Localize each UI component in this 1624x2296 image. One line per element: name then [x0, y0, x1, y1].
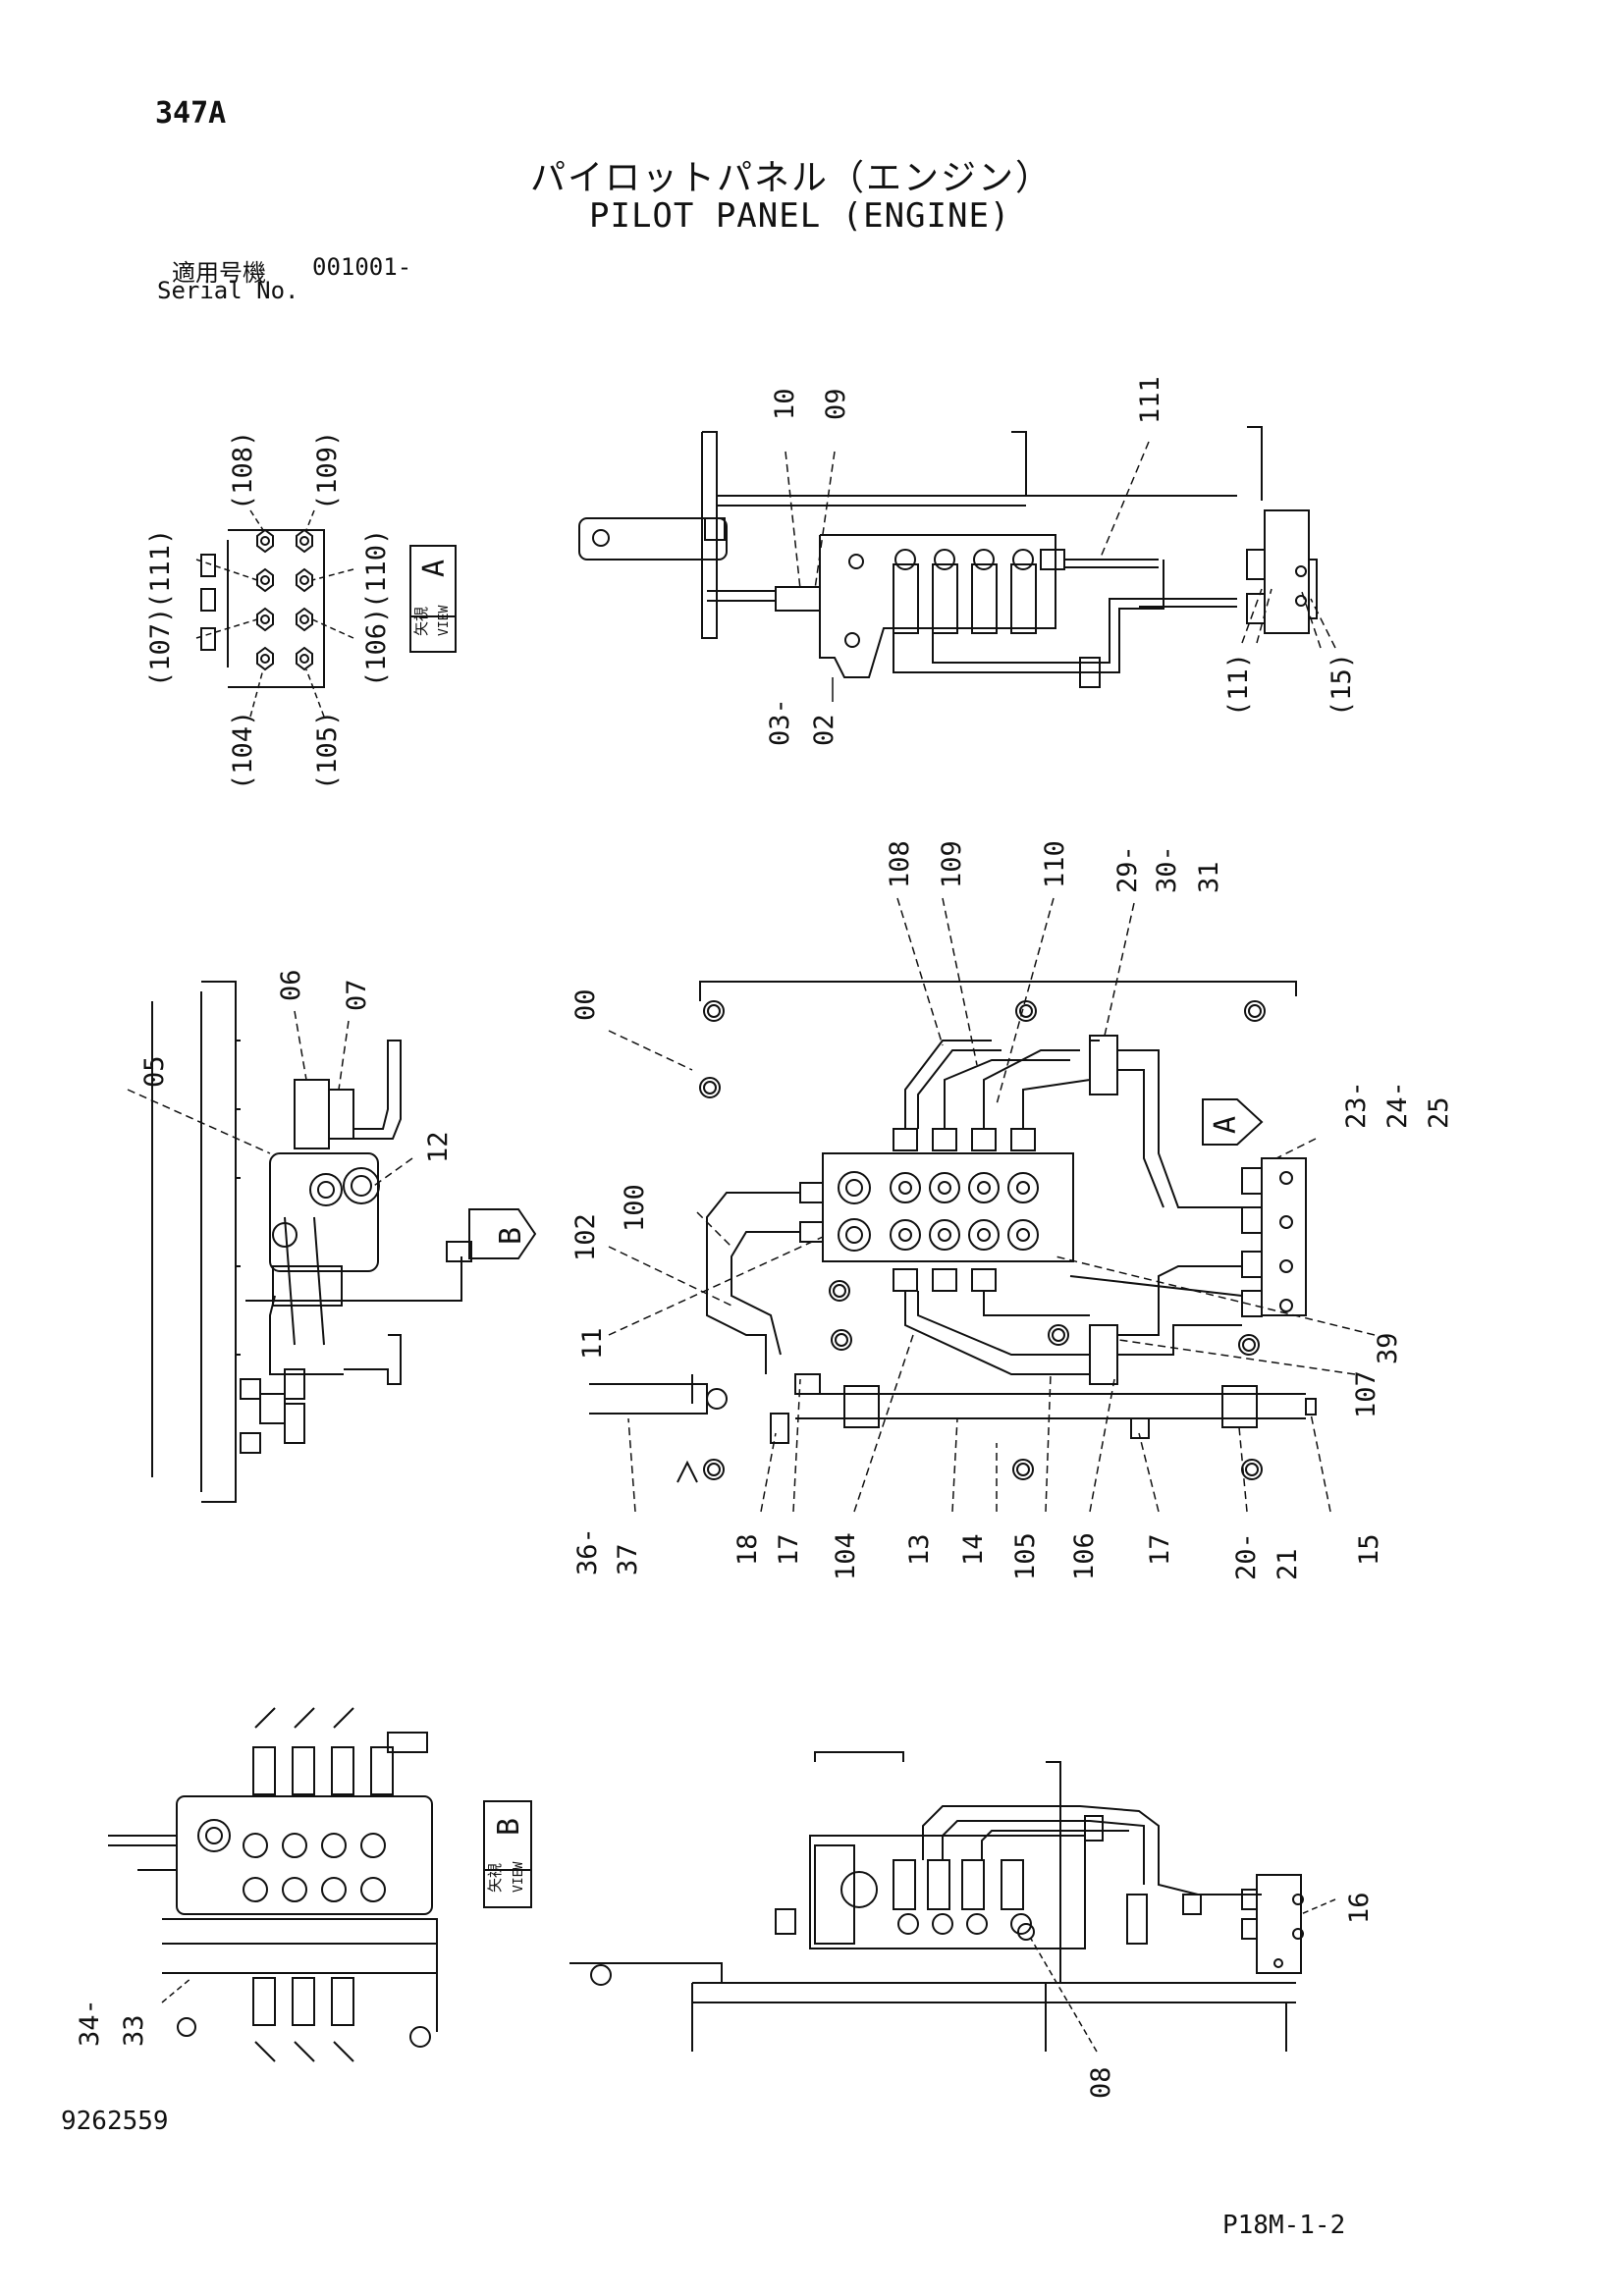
callout: (110) — [361, 529, 392, 609]
view-a-detail — [195, 509, 457, 718]
callout: 30- — [1152, 845, 1182, 893]
view-b-letter: B — [492, 1818, 526, 1836]
view-a-label-box — [409, 545, 457, 653]
title-english: PILOT PANEL (ENGINE) — [589, 196, 1011, 236]
view-a-letter: A — [417, 560, 452, 577]
callout: 25 — [1424, 1096, 1454, 1129]
callout: 18 — [732, 1533, 763, 1566]
callout: 17 — [774, 1533, 804, 1566]
serial-label-japanese: 適用号機 — [172, 259, 266, 287]
callout: 31 — [1194, 861, 1224, 893]
callout: (108) — [228, 431, 258, 510]
serial-value: 001001- — [312, 253, 412, 281]
callout: (109) — [312, 431, 343, 510]
view-b-label-box — [483, 1800, 532, 1908]
manifold-top — [1246, 509, 1318, 634]
callout: (107) — [145, 608, 176, 687]
callout: 36- — [572, 1527, 603, 1575]
callout: (106) — [361, 608, 392, 687]
callout: 33 — [119, 2014, 149, 2047]
callout: 17 — [1145, 1533, 1175, 1566]
callout: 08 — [1086, 2066, 1116, 2099]
callout: 20- — [1231, 1532, 1262, 1580]
callout: 106 — [1069, 1532, 1100, 1580]
callout: 13 — [904, 1533, 935, 1566]
valve-block-top — [707, 534, 1237, 688]
valve-block-main — [799, 1128, 1074, 1292]
callout: 29- — [1112, 845, 1143, 893]
valve-side — [240, 1040, 472, 1454]
view-b-detail — [108, 1707, 532, 2062]
callout: 100 — [620, 1184, 650, 1232]
callout: 16 — [1344, 1892, 1375, 1924]
callout: 102 — [570, 1213, 601, 1261]
view-b-en: VIEW — [512, 1862, 526, 1893]
view-a-arrow — [1202, 1098, 1264, 1146]
callout: 00 — [570, 988, 601, 1021]
callout: 110 — [1040, 840, 1070, 888]
view-a-arrow-letter: A — [1209, 1116, 1243, 1134]
callout: 03- — [765, 698, 795, 746]
callout: 11 — [577, 1327, 608, 1360]
callout: (105) — [312, 711, 343, 790]
callout: 39 — [1373, 1332, 1403, 1364]
callout: 02 — [809, 714, 839, 746]
page-code: P18M-1-2 — [1222, 2211, 1346, 2240]
callout: 12 — [423, 1131, 454, 1163]
callout: 34- — [75, 1999, 105, 2047]
bracket-left — [589, 1383, 728, 1415]
top-view — [578, 426, 1336, 702]
callout: 21 — [1272, 1548, 1303, 1580]
callout: (104) — [228, 711, 258, 790]
cross-bar — [770, 1373, 1317, 1444]
front-view — [569, 1751, 1336, 2053]
view-b-arrow-letter: B — [494, 1227, 528, 1245]
callout: 07 — [342, 979, 372, 1011]
callout: 108 — [885, 840, 915, 888]
callout: 23- — [1341, 1081, 1372, 1129]
callout: 111 — [1135, 376, 1165, 424]
callout: 105 — [1010, 1532, 1041, 1580]
callout: (111) — [145, 529, 176, 609]
callout: 109 — [937, 840, 967, 888]
hoses-main — [706, 1035, 1243, 1385]
title-japanese: パイロットパネル（エンジン） — [530, 158, 1054, 198]
manifold-main — [1241, 1157, 1307, 1317]
callout-labels: (108) (109) (111) (110) (107) (106) (104… — [75, 376, 1454, 2099]
callout: 107 — [1351, 1370, 1381, 1418]
callout: (11) — [1223, 653, 1254, 717]
view-b-jp: 矢視 — [486, 1863, 504, 1893]
fitting-grid — [200, 528, 313, 671]
callout: 09 — [821, 388, 851, 420]
callout: 104 — [831, 1532, 861, 1580]
callout: 10 — [770, 388, 800, 420]
callout: 05 — [139, 1055, 170, 1088]
side-view — [127, 981, 537, 1503]
view-a-jp: 矢視 — [412, 607, 430, 636]
serial-label-english: Serial No. — [157, 277, 299, 304]
callout: 14 — [958, 1533, 989, 1566]
main-view — [589, 897, 1376, 1513]
drawing-number: 9262559 — [61, 2107, 169, 2136]
view-a-en: VIEW — [437, 606, 452, 636]
callout: 06 — [276, 969, 306, 1001]
callout: (15) — [1326, 653, 1357, 717]
callout: 37 — [613, 1543, 643, 1575]
callout: 24- — [1382, 1081, 1413, 1129]
callout: 15 — [1354, 1533, 1384, 1566]
page-id: 347A — [155, 96, 227, 131]
view-b-arrow — [468, 1208, 537, 1259]
